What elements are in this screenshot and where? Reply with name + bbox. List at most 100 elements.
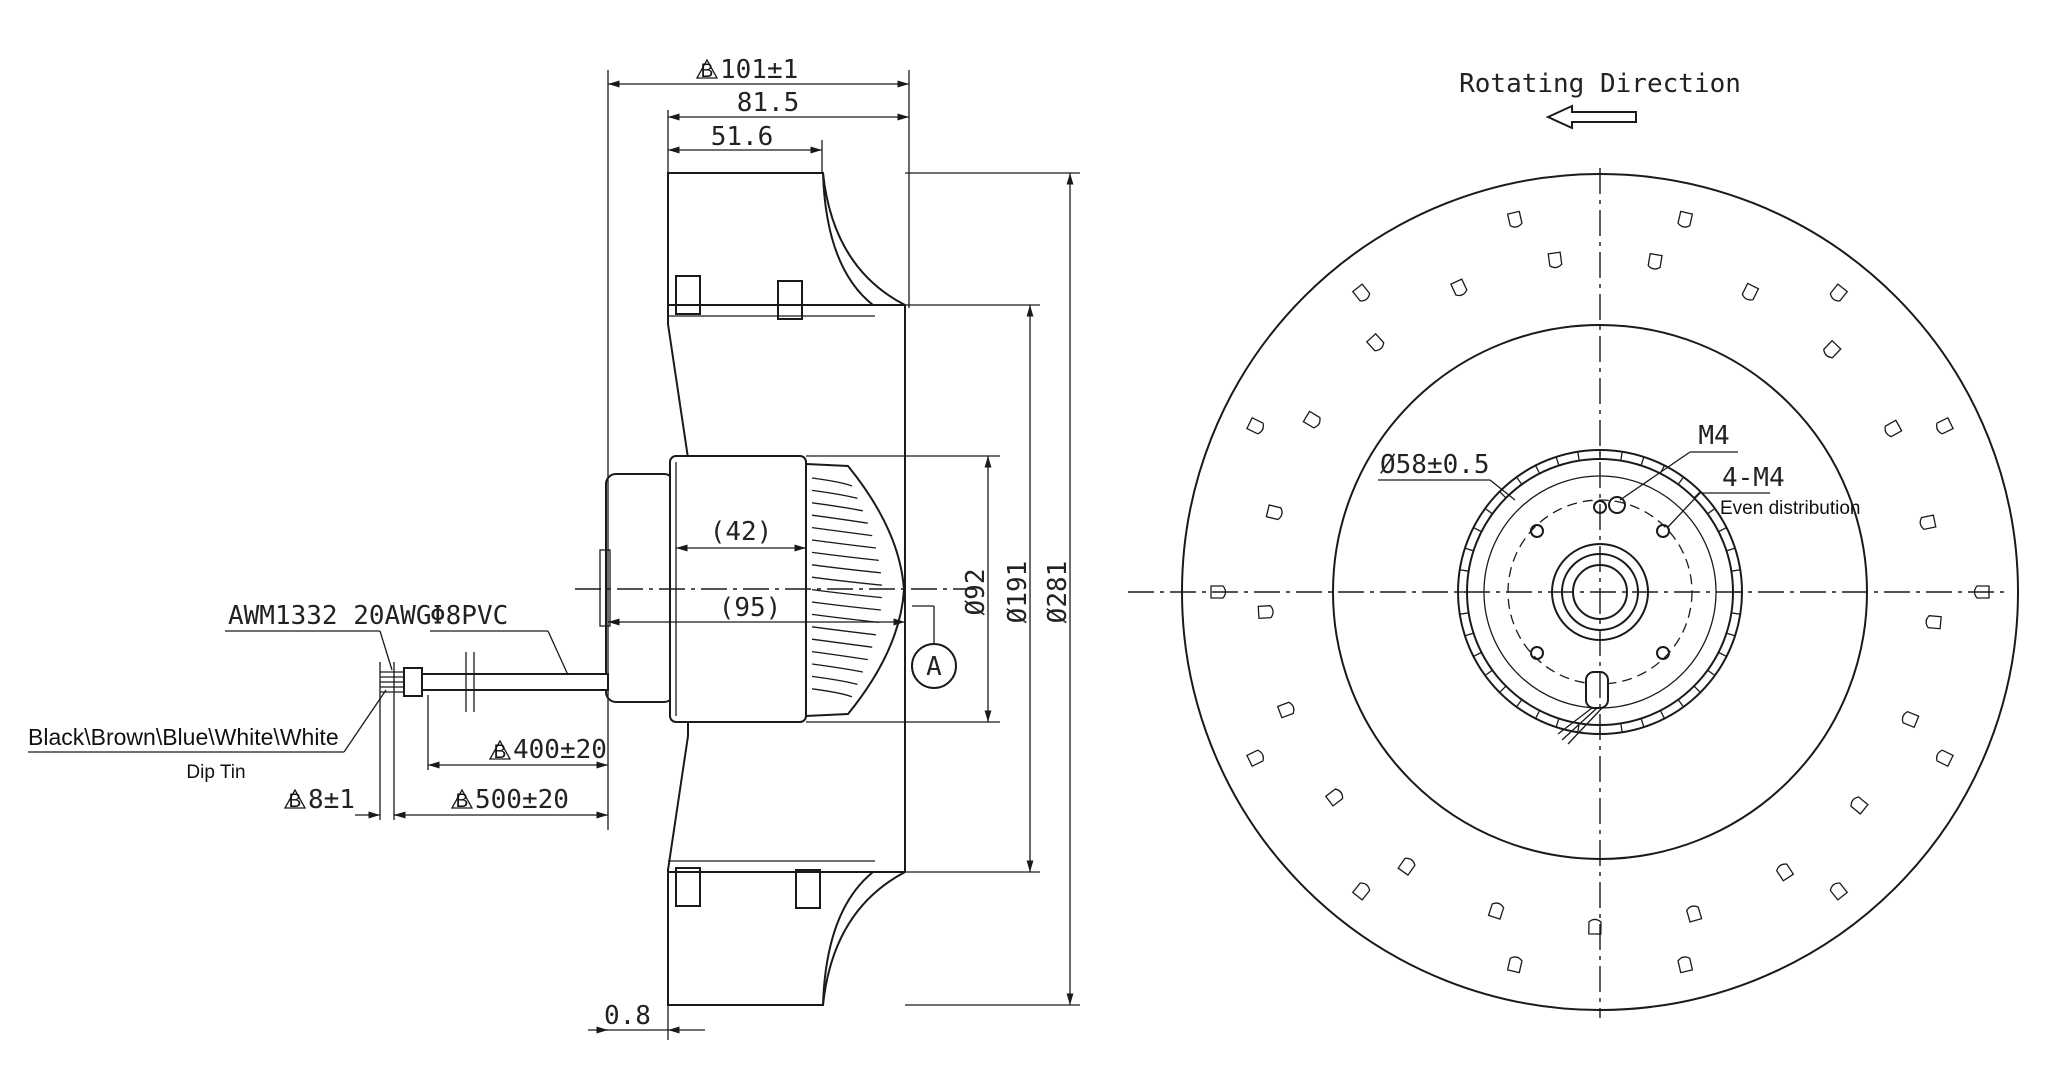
hub-tooth <box>1555 718 1560 728</box>
blade-clip <box>1925 615 1942 630</box>
blade-clip <box>1302 410 1321 429</box>
hub-tooth <box>1484 669 1493 676</box>
blade-clips <box>1210 210 1990 974</box>
threaded-hole <box>1608 496 1626 514</box>
hub-tooth <box>1640 718 1645 728</box>
rotor-fin <box>811 650 868 661</box>
svg-text:B: B <box>494 742 507 763</box>
svg-text:B: B <box>289 791 302 812</box>
blade-clip <box>1210 585 1227 599</box>
rotor-fin <box>811 564 881 574</box>
blade-clip <box>1677 956 1694 974</box>
blade-clip <box>1677 210 1694 228</box>
blade-clip <box>795 869 821 909</box>
motor-rotor <box>805 462 906 718</box>
cable-assembly: AWM1332 20AWG Φ8PVC Black\Brown\Blue\Whi… <box>28 601 609 820</box>
hub-tooth <box>1534 710 1541 719</box>
hub-tooth <box>1577 451 1580 461</box>
cable-sheath <box>419 673 609 691</box>
hub-tooth <box>1499 685 1507 693</box>
hub-tooth <box>1677 699 1684 708</box>
rotor-fin <box>811 675 858 686</box>
wire-colors: Black\Brown\Blue\White\White <box>28 724 339 750</box>
dim-motor-95: (95) <box>719 593 782 623</box>
hub-tooth <box>1464 547 1474 552</box>
rotor-fin <box>811 688 853 698</box>
blade-clip <box>777 280 803 320</box>
dim-width-815: 81.5 <box>737 88 800 118</box>
blade-clip <box>1936 749 1954 768</box>
blade-clip <box>1547 251 1563 269</box>
dim-gap: 0.8 <box>604 1001 651 1031</box>
hub-diameter: Ø58±0.5 <box>1380 450 1490 480</box>
rotor-fin <box>811 601 881 611</box>
svg-text:B: B <box>701 61 714 82</box>
rotation-arrow <box>1545 104 1637 130</box>
mount-hole <box>1530 646 1544 660</box>
cable-exit-wires <box>1557 707 1603 745</box>
side-view: A B 101±1 81.5 51.6 (42) (95) Ø92 Ø191 <box>575 55 1080 1040</box>
blade-clip <box>1487 902 1505 920</box>
hub-tooth <box>1459 569 1469 572</box>
blade-clip <box>1884 419 1903 438</box>
blade-clip <box>1919 514 1937 531</box>
rotor-fin <box>811 514 868 524</box>
blade-clip <box>1647 252 1663 270</box>
hub-tooth <box>1677 476 1684 485</box>
thread-label: M4 <box>1698 421 1729 451</box>
termination: Dip Tin <box>186 762 245 783</box>
blade-clip <box>1741 282 1760 301</box>
rotor-fin <box>811 638 873 648</box>
blade-clip <box>1365 332 1385 352</box>
rotor-fin <box>811 551 879 562</box>
dim-overall-width: 101±1 <box>720 55 798 85</box>
hub-tooth <box>1516 476 1523 485</box>
rotor-fin <box>811 576 882 586</box>
hub-tooth <box>1459 612 1469 615</box>
rotor-fin <box>811 489 858 500</box>
hub-tooth <box>1707 669 1716 676</box>
mount-hole <box>1656 524 1670 538</box>
dim-motor-42: (42) <box>710 517 773 547</box>
flag-symbol: B <box>695 58 719 82</box>
rotor-fin <box>811 588 882 599</box>
blade-clip <box>1246 749 1264 768</box>
hub-tooth <box>1707 508 1716 515</box>
flag-symbol: B <box>450 788 474 812</box>
blade-clip <box>1829 882 1849 901</box>
blade-clip <box>1506 956 1523 974</box>
hub-tooth <box>1640 456 1645 466</box>
blade-clip <box>1588 918 1602 935</box>
flag-symbol: B <box>488 739 512 763</box>
hub-tooth <box>1473 526 1482 533</box>
hub-tooth <box>1499 491 1507 499</box>
hub-tooth <box>1484 508 1493 515</box>
length-400: 400±20 <box>513 735 607 765</box>
front-view: Rotating Direction Ø58±0.5 <box>1128 69 2019 1018</box>
rotor-fin <box>811 626 877 636</box>
hub-tooth <box>1620 451 1623 461</box>
rotor-fins <box>811 477 882 698</box>
dia-191: Ø191 <box>1003 561 1033 624</box>
blade-clip <box>1823 339 1842 359</box>
view-marker-circle <box>911 643 957 689</box>
hub-tooth <box>1555 456 1560 466</box>
blade-clip <box>1351 283 1371 302</box>
rotor-fin <box>811 663 863 673</box>
motor-flange <box>605 473 675 703</box>
blade-clip <box>1973 585 1990 599</box>
rotor-fin <box>811 526 873 537</box>
blade-clip <box>675 275 701 315</box>
hub-tooth <box>1731 612 1741 615</box>
blade-clip <box>1450 278 1468 297</box>
hub-tooth <box>1726 547 1736 552</box>
blade-clip <box>1324 788 1344 807</box>
rotor-fin <box>811 539 877 549</box>
length-500: 500±20 <box>475 785 569 815</box>
wire-spec: AWM1332 20AWG <box>228 601 432 631</box>
rotation-label: Rotating Direction <box>1459 69 1741 99</box>
blade-clip <box>1351 882 1371 901</box>
flag-symbol: B <box>283 788 307 812</box>
svg-text:B: B <box>456 791 469 812</box>
